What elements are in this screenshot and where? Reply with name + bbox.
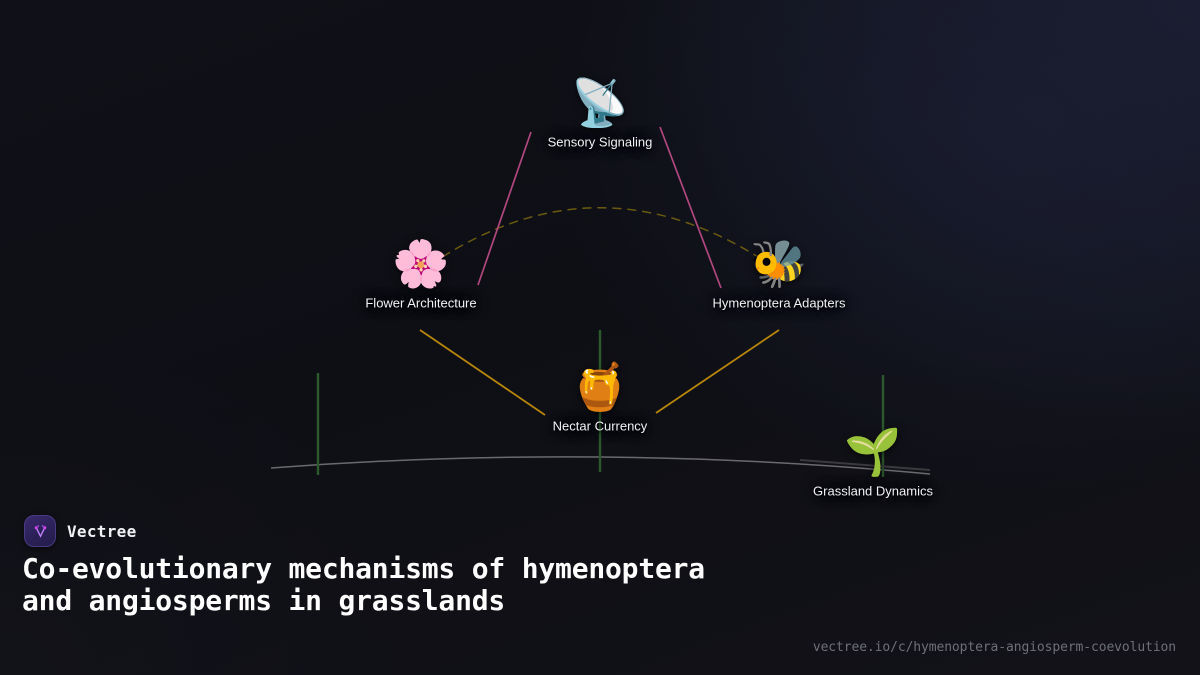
edge-flower-nectar: [419, 329, 546, 416]
edge-sensory-hymenoptera: [659, 126, 722, 289]
satellite-dish-icon: 📡: [571, 76, 629, 129]
edge-hymenoptera-nectar: [655, 329, 780, 414]
vectree-v-tree-icon: [24, 515, 56, 547]
honeybee-icon: 🐝: [750, 237, 808, 290]
honey-pot-icon: 🍯: [571, 360, 629, 413]
graph-node-label: Hymenoptera Adapters: [712, 295, 846, 311]
graph-node-nectar[interactable]: 🍯 Nectar Currency: [485, 361, 715, 434]
brand-name: Vectree: [67, 521, 137, 541]
graph-node-label: Sensory Signaling: [547, 134, 653, 150]
graph-node-sensory[interactable]: 📡 Sensory Signaling: [485, 77, 715, 150]
poster-footer: Vectree Co-evolutionary mechanisms of hy…: [0, 505, 1200, 675]
edge-sensory-flower: [477, 131, 532, 286]
graph-node-flower[interactable]: 🌸 Flower Architecture: [306, 238, 536, 311]
page-title: Co-evolutionary mechanisms of hymenopter…: [22, 552, 705, 617]
graph-node-label: Flower Architecture: [365, 295, 477, 311]
graph-node-grassland[interactable]: 🌱 Grassland Dynamics: [758, 426, 988, 499]
graph-node-label: Nectar Currency: [552, 418, 648, 434]
graph-node-hymenoptera[interactable]: 🐝 Hymenoptera Adapters: [664, 238, 894, 311]
edge-grassland-baseline: [799, 459, 931, 471]
brand-lockup[interactable]: Vectree: [24, 515, 137, 547]
seedling-icon: 🌱: [844, 425, 902, 478]
cherry-blossom-icon: 🌸: [392, 237, 450, 290]
source-url: vectree.io/c/hymenoptera-angiosperm-coev…: [812, 640, 1176, 655]
graph-node-label: Grassland Dynamics: [813, 483, 933, 499]
edge-flower-hymenoptera: [429, 207, 773, 267]
